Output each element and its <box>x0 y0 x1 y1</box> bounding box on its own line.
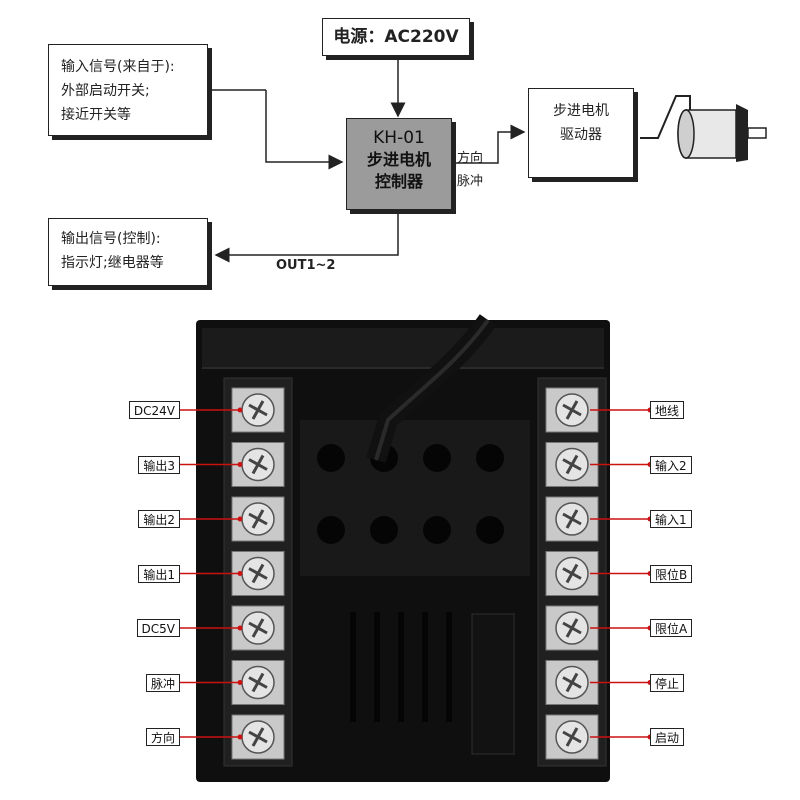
terminal-screw-icon <box>231 387 285 433</box>
power-supply-box: 电源：AC220V <box>322 18 470 56</box>
terminal-label-right: 输入1 <box>650 510 692 528</box>
stepper-motor-icon <box>677 104 767 162</box>
terminal-label-left: 脉冲 <box>145 673 180 692</box>
terminal-screw-icon <box>545 551 599 596</box>
controller-box: KH-01 步进电机 控制器 <box>346 118 452 210</box>
wire-end-dot <box>237 407 243 413</box>
output-label: OUT1~2 <box>276 258 336 273</box>
driver-line: 步进电机 <box>553 103 609 119</box>
power-label: 电源：AC220V <box>333 27 459 47</box>
terminal-label-left: 方向 <box>145 728 180 746</box>
terminal-screw-icon <box>231 496 285 542</box>
terminal-label-right: 停止 <box>650 673 685 692</box>
input-arrow <box>265 90 344 170</box>
terminal-label-right: 输入2 <box>650 455 692 474</box>
input-signal-line: 输入信号(来自于): <box>61 59 175 75</box>
driver-line: 驱动器 <box>560 127 602 143</box>
wire-end-dot <box>237 462 243 467</box>
terminal-screw-icon <box>231 660 285 705</box>
output-signal-box: 输出信号(控制): 指示灯;继电器等 <box>48 218 208 286</box>
driver-box: 步进电机 驱动器 <box>528 88 634 178</box>
terminal-label-left: DC5V <box>136 619 180 637</box>
terminal-label-left: 输出3 <box>138 455 180 474</box>
terminal-screw-icon <box>231 714 285 760</box>
terminal-screws <box>231 387 599 760</box>
pulse-label: 脉冲 <box>457 174 484 189</box>
wire-end-dot <box>237 516 243 522</box>
input-signal-box: 输入信号(来自于): 外部启动开关; 接近开关等 <box>48 44 208 136</box>
wire-end-dot <box>237 625 243 631</box>
wire-end-dot <box>237 571 243 576</box>
direction-label: 方向 <box>457 151 484 166</box>
terminal-screw-icon <box>545 714 599 760</box>
output-signal-line: 指示灯;继电器等 <box>61 255 164 271</box>
wire-end-dot <box>237 734 243 740</box>
output-signal-line: 输出信号(控制): <box>61 231 161 247</box>
terminal-screw-icon <box>545 605 599 651</box>
terminal-screw-icon <box>545 387 599 433</box>
controller-model: KH-01 <box>373 128 425 148</box>
terminal-screw-icon <box>545 496 599 542</box>
terminal-label-right: 地线 <box>650 401 685 419</box>
motor-cable <box>640 95 691 139</box>
terminal-label-left: 输出1 <box>138 564 180 583</box>
wire-end-dot <box>237 680 243 685</box>
pulse-arrow <box>454 124 526 164</box>
terminal-label-right: 限位A <box>650 619 693 637</box>
controller-name-1: 步进电机 <box>366 150 431 169</box>
terminal-label-left: 输出2 <box>138 510 180 528</box>
terminal-label-right: 启动 <box>650 728 685 746</box>
input-signal-line: 外部启动开关; <box>61 83 150 99</box>
controller-name-2: 控制器 <box>374 172 423 191</box>
terminal-label-right: 限位B <box>650 564 693 583</box>
input-signal-line: 接近开关等 <box>61 107 131 123</box>
terminal-label-left: DC24V <box>128 401 180 419</box>
terminal-screw-icon <box>545 442 599 487</box>
terminal-screw-icon <box>545 660 599 705</box>
output-arrow <box>214 212 399 263</box>
